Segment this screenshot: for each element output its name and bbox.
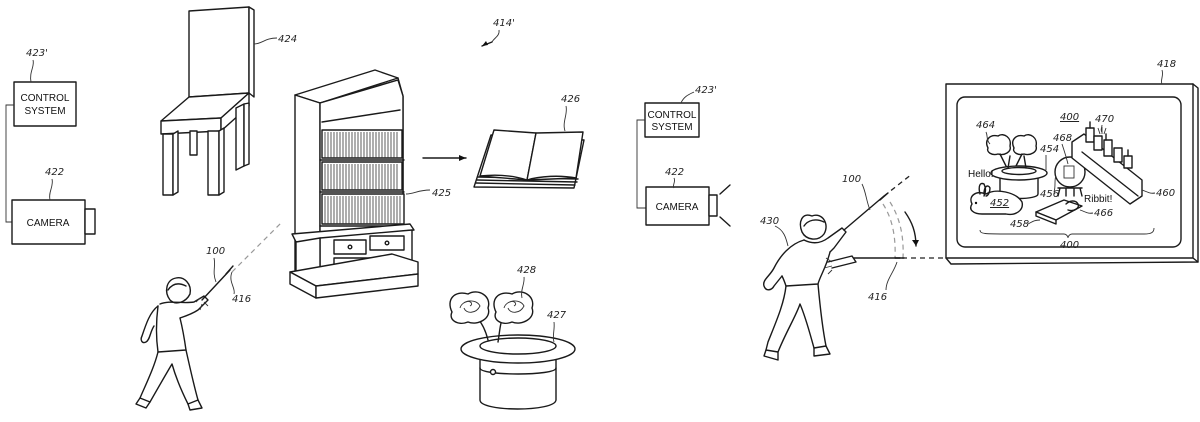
camera-body — [645, 186, 710, 226]
display-rabbit: Hello! 452 — [968, 169, 1023, 216]
wand-tip-ref-right: 416 — [868, 292, 887, 303]
scene-ref-bottom: 400 — [1060, 240, 1079, 251]
chair-ref: 424 — [278, 34, 297, 45]
rose-left — [449, 291, 490, 324]
display-flowers: 464 — [976, 120, 1038, 171]
connector-line-right — [636, 119, 647, 209]
control-system-line1: CONTROL — [21, 93, 70, 104]
book-ref: 458 — [1010, 219, 1029, 230]
book-ref: 426 — [561, 94, 580, 105]
control-system-line2: SYSTEM — [24, 106, 65, 117]
scene-ref-top: 400 — [1060, 112, 1079, 123]
camera-label: CAMERA — [656, 202, 699, 213]
chair: 424 — [160, 6, 297, 196]
display-snow-globe: 468 456 — [1040, 133, 1086, 200]
transform-arrow — [422, 155, 467, 161]
books-on-shelves — [324, 132, 401, 224]
sparkle-ref: 470 — [1095, 114, 1114, 125]
wand-ref-right: 100 — [842, 174, 861, 185]
camera-lens — [84, 208, 96, 235]
figure-reference: 414' — [481, 18, 515, 47]
camera-ref: 422 — [665, 167, 684, 178]
flowers-ref: 428 — [517, 265, 536, 276]
connector-line-left — [5, 104, 14, 223]
display-ref: 418 — [1157, 59, 1176, 70]
wand-tip-ref-left: 416 — [232, 294, 251, 305]
magic-hat-with-flowers: 428 427 — [449, 265, 576, 410]
castle-ref: 460 — [1156, 188, 1175, 199]
hat-ref: 454 — [1040, 144, 1059, 155]
control-system-right: CONTROL SYSTEM 423' — [644, 85, 717, 138]
pointing-beam-upper — [883, 173, 913, 197]
display-book-frog: Ribbit! 466 458 — [1010, 194, 1113, 230]
display-hat: 454 — [990, 144, 1059, 200]
rabbit-speech: Hello! — [968, 169, 994, 180]
figure-ref-label: 414' — [493, 18, 515, 29]
control-system-ref: 423' — [26, 48, 48, 59]
flowers-ref: 464 — [976, 120, 995, 131]
camera-lens — [708, 194, 718, 217]
rose-right — [493, 291, 534, 324]
camera-right: CAMERA 422 — [645, 167, 731, 227]
control-system-ref: 423' — [695, 85, 717, 96]
user-left: 100 416 — [135, 221, 283, 411]
globe-figure-ref: 468 — [1053, 133, 1072, 144]
camera-view-lines — [719, 184, 731, 227]
display-castle: 470 460 — [1071, 114, 1175, 205]
scene-bracket — [979, 227, 1155, 239]
display-screen: 418 400 464 454 Hello! 452 — [945, 59, 1199, 265]
control-system-left: CONTROL SYSTEM 423' — [13, 48, 77, 127]
wand-ref-left: 100 — [206, 246, 225, 257]
frog-speech: Ribbit! — [1084, 194, 1112, 205]
open-book: 426 — [473, 94, 585, 189]
control-system-line1: CONTROL — [648, 110, 697, 121]
control-system-box — [13, 81, 77, 127]
rabbit-ref: 452 — [990, 198, 1009, 209]
frog-ref: 466 — [1094, 208, 1113, 219]
camera-label: CAMERA — [27, 218, 70, 229]
pointing-beam-left — [231, 221, 283, 273]
globe-ref: 456 — [1040, 189, 1059, 200]
camera-ref: 422 — [45, 167, 64, 178]
control-system-line2: SYSTEM — [651, 122, 692, 133]
bookcase: 425 — [289, 69, 451, 299]
user-ref: 430 — [760, 216, 779, 227]
user-right: 100 416 430 — [760, 173, 955, 361]
bookcase-ref: 425 — [432, 188, 451, 199]
control-system-box — [644, 102, 700, 138]
hat-ref: 427 — [547, 310, 567, 321]
camera-left: CAMERA 422 — [11, 167, 96, 245]
